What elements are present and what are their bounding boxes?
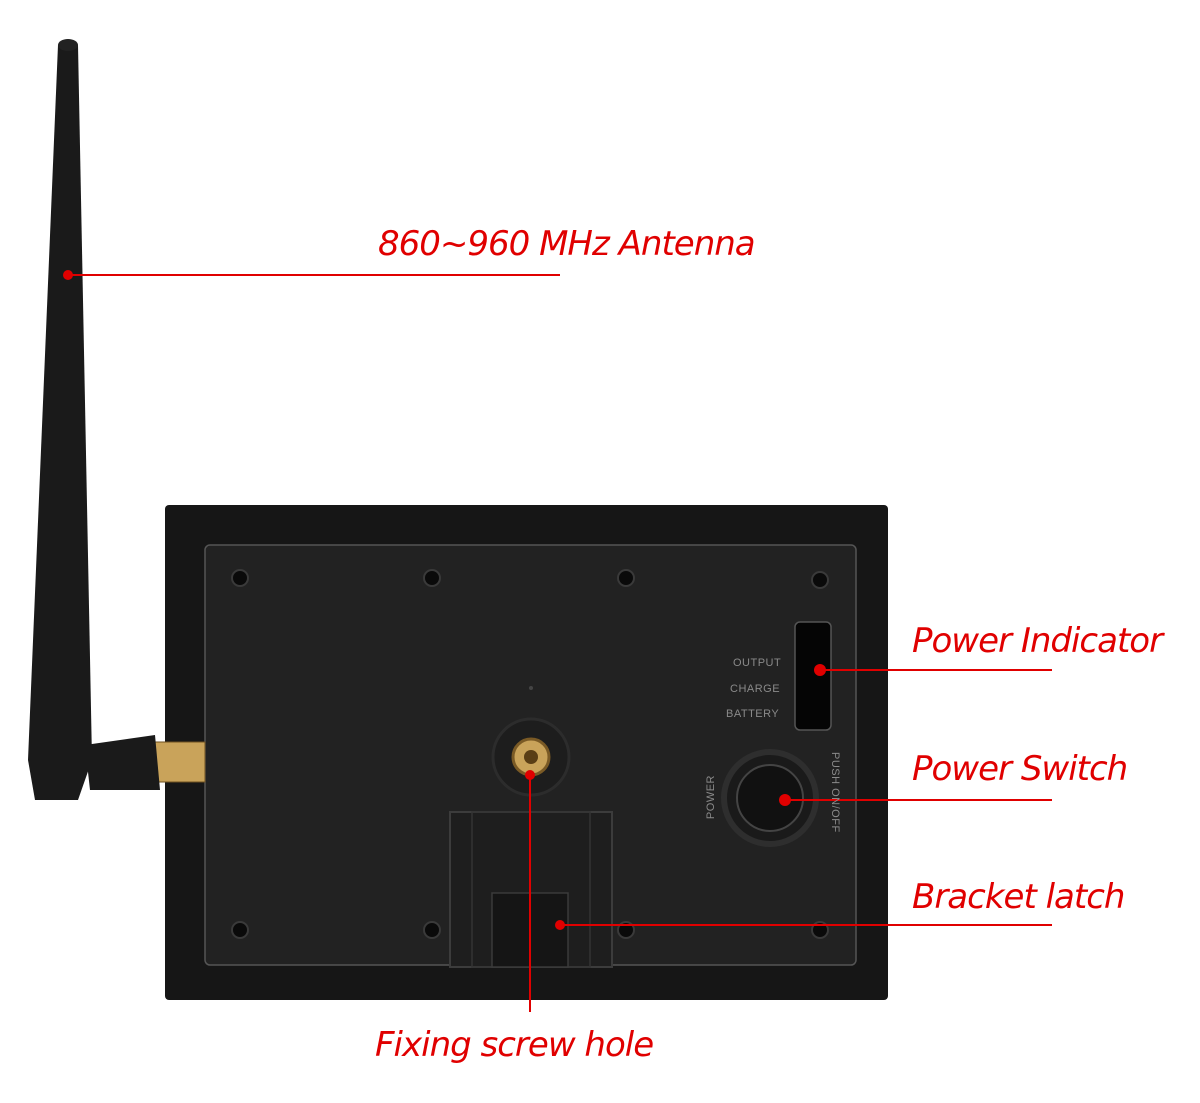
push-on-off-label: PUSH ON/OFF bbox=[829, 752, 841, 833]
power-label: POWER bbox=[705, 775, 717, 820]
callout-power-switch: Power Switch bbox=[912, 749, 1128, 789]
callout-bracket-latch: Bracket latch bbox=[912, 877, 1125, 917]
callout-power-indicator: Power Indicator bbox=[912, 621, 1163, 661]
battery-label: BATTERY bbox=[726, 708, 780, 720]
output-label: OUTPUT bbox=[733, 657, 782, 669]
power-indicator-window bbox=[794, 621, 832, 731]
callout-lines bbox=[63, 270, 1052, 1012]
callout-antenna: 860~960 MHz Antenna bbox=[378, 224, 756, 264]
callout-fixing-screw-hole: Fixing screw hole bbox=[375, 1025, 654, 1065]
antenna-hinge bbox=[85, 735, 160, 790]
power-switch-button bbox=[736, 764, 804, 832]
charge-label: CHARGE bbox=[730, 683, 781, 695]
antenna bbox=[28, 45, 92, 800]
antenna-connector bbox=[149, 741, 206, 783]
